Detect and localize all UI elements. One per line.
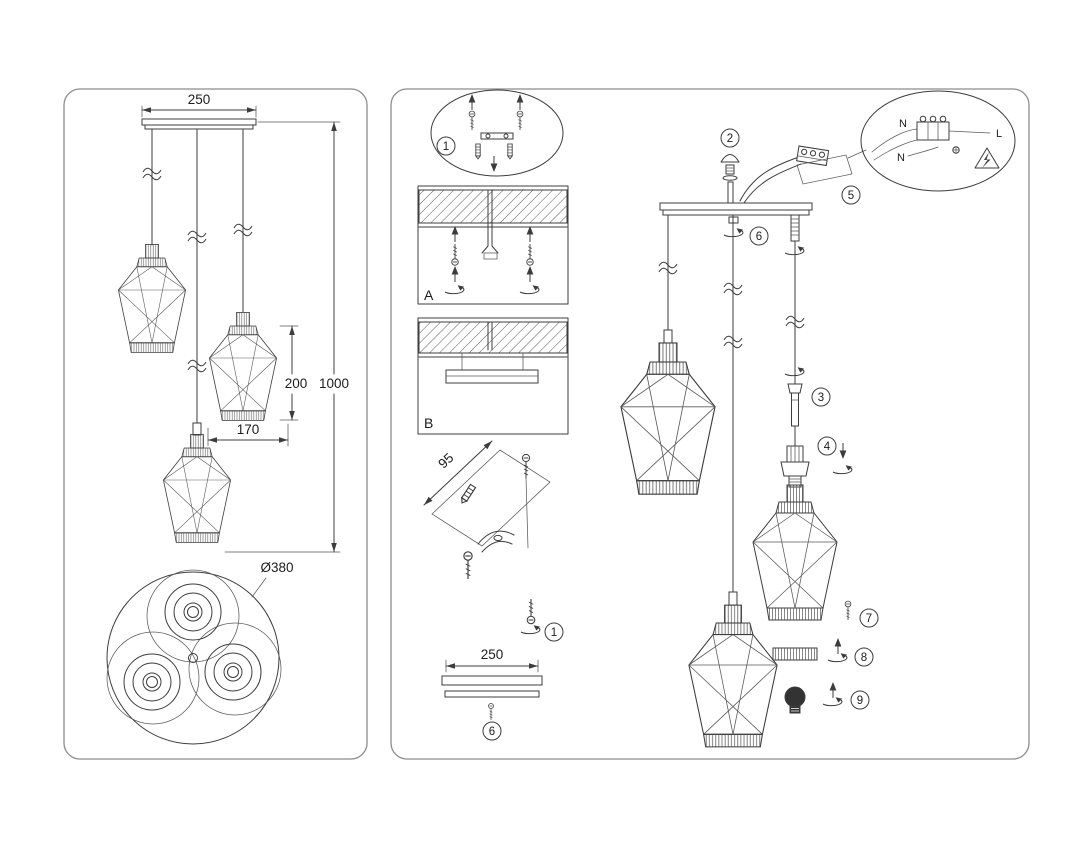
- svg-text:Ø380: Ø380: [260, 560, 293, 575]
- dim-pendant-spacing: 170: [207, 422, 289, 447]
- svg-text:1: 1: [443, 141, 449, 153]
- label-overall-height: 1000: [319, 376, 349, 391]
- dim-pendant-height: 200: [279, 325, 308, 421]
- lightning-icon: [982, 152, 991, 168]
- terminal-block: [916, 121, 950, 141]
- label-section-b: B: [424, 415, 433, 431]
- label-neutral: N: [897, 152, 905, 164]
- lamp-top-view: [204, 643, 262, 701]
- svg-text:7: 7: [866, 613, 872, 625]
- left-panel-border: [63, 88, 368, 760]
- svg-text:1: 1: [551, 627, 557, 639]
- section-b: B: [417, 317, 569, 435]
- step-8-callout: 8: [854, 647, 874, 667]
- warning-triangle-icon: [974, 147, 1000, 169]
- wiring-inset: N N L: [860, 90, 1016, 192]
- label-live: L: [996, 128, 1002, 140]
- shade-ring: [772, 647, 818, 661]
- svg-text:3: 3: [818, 392, 824, 404]
- svg-text:8: 8: [861, 652, 867, 664]
- cord-grip: [728, 591, 738, 606]
- ceiling-hatch: [418, 321, 568, 354]
- mounting-bracket: [477, 530, 515, 553]
- drill-template: 95 1: [422, 438, 564, 642]
- step-1-callout: 1: [544, 622, 564, 642]
- lamp-top-view: [123, 653, 181, 711]
- step-3-callout: 3: [811, 387, 831, 407]
- ceiling-hatch: [418, 189, 568, 224]
- step-9-callout: 9: [850, 690, 870, 710]
- label-pendant-spacing: 170: [237, 422, 260, 437]
- left-panel: 250 200: [63, 88, 368, 760]
- bulb-icon: [784, 686, 806, 714]
- step-6-callout: 6: [482, 721, 502, 741]
- ceiling-plate-exploded: [659, 202, 813, 216]
- plate-side-view: 250 6: [441, 647, 543, 741]
- label-base-diameter: Ø380: [251, 560, 294, 598]
- center-hub: [188, 653, 198, 663]
- lamp-top-view: [164, 583, 222, 641]
- bracket-icon: [480, 132, 514, 140]
- supply-wires: [739, 156, 802, 204]
- cap-nut: [720, 154, 740, 204]
- footprint-circle: [106, 571, 280, 745]
- front-view: 250 200: [118, 92, 349, 553]
- step-1-callout: 1: [436, 136, 456, 156]
- svg-text:4: 4: [824, 441, 831, 453]
- section-a: A: [417, 185, 569, 305]
- label-plate-width-bottom: 250: [481, 647, 504, 662]
- svg-text:5: 5: [848, 190, 854, 202]
- step-6-callout: 6: [749, 226, 769, 246]
- dim-overall-height: 1000: [224, 121, 349, 553]
- step-7-callout: 7: [859, 608, 879, 628]
- label-section-a: A: [424, 287, 434, 303]
- label-pendant-height: 200: [285, 376, 308, 391]
- svg-text:2: 2: [727, 133, 733, 145]
- wall-anchor-icon: [507, 143, 513, 160]
- label-neutral: N: [899, 118, 907, 130]
- canopy-side-view: [445, 369, 539, 384]
- svg-text:6: 6: [489, 726, 495, 738]
- ceiling-plate: [141, 118, 257, 130]
- svg-text:9: 9: [857, 695, 863, 707]
- wall-anchor-icon: [475, 143, 481, 160]
- mounting-plate: [796, 154, 853, 185]
- right-panel: 1 A B: [390, 88, 1030, 760]
- step-4-callout: 4: [817, 436, 837, 456]
- svg-text:6: 6: [756, 231, 762, 243]
- step-5-callout: 5: [841, 185, 861, 205]
- bottom-view: Ø380: [106, 560, 294, 745]
- dim-plate-width: 250: [141, 92, 257, 118]
- hardware-kit-callout: 1: [430, 89, 564, 177]
- cord-grip: [192, 422, 202, 436]
- label-plate-width: 250: [188, 92, 211, 107]
- cord-grip: [663, 329, 673, 344]
- step-2-callout: 2: [720, 128, 740, 148]
- exploded-assembly: 2 6: [620, 90, 1016, 748]
